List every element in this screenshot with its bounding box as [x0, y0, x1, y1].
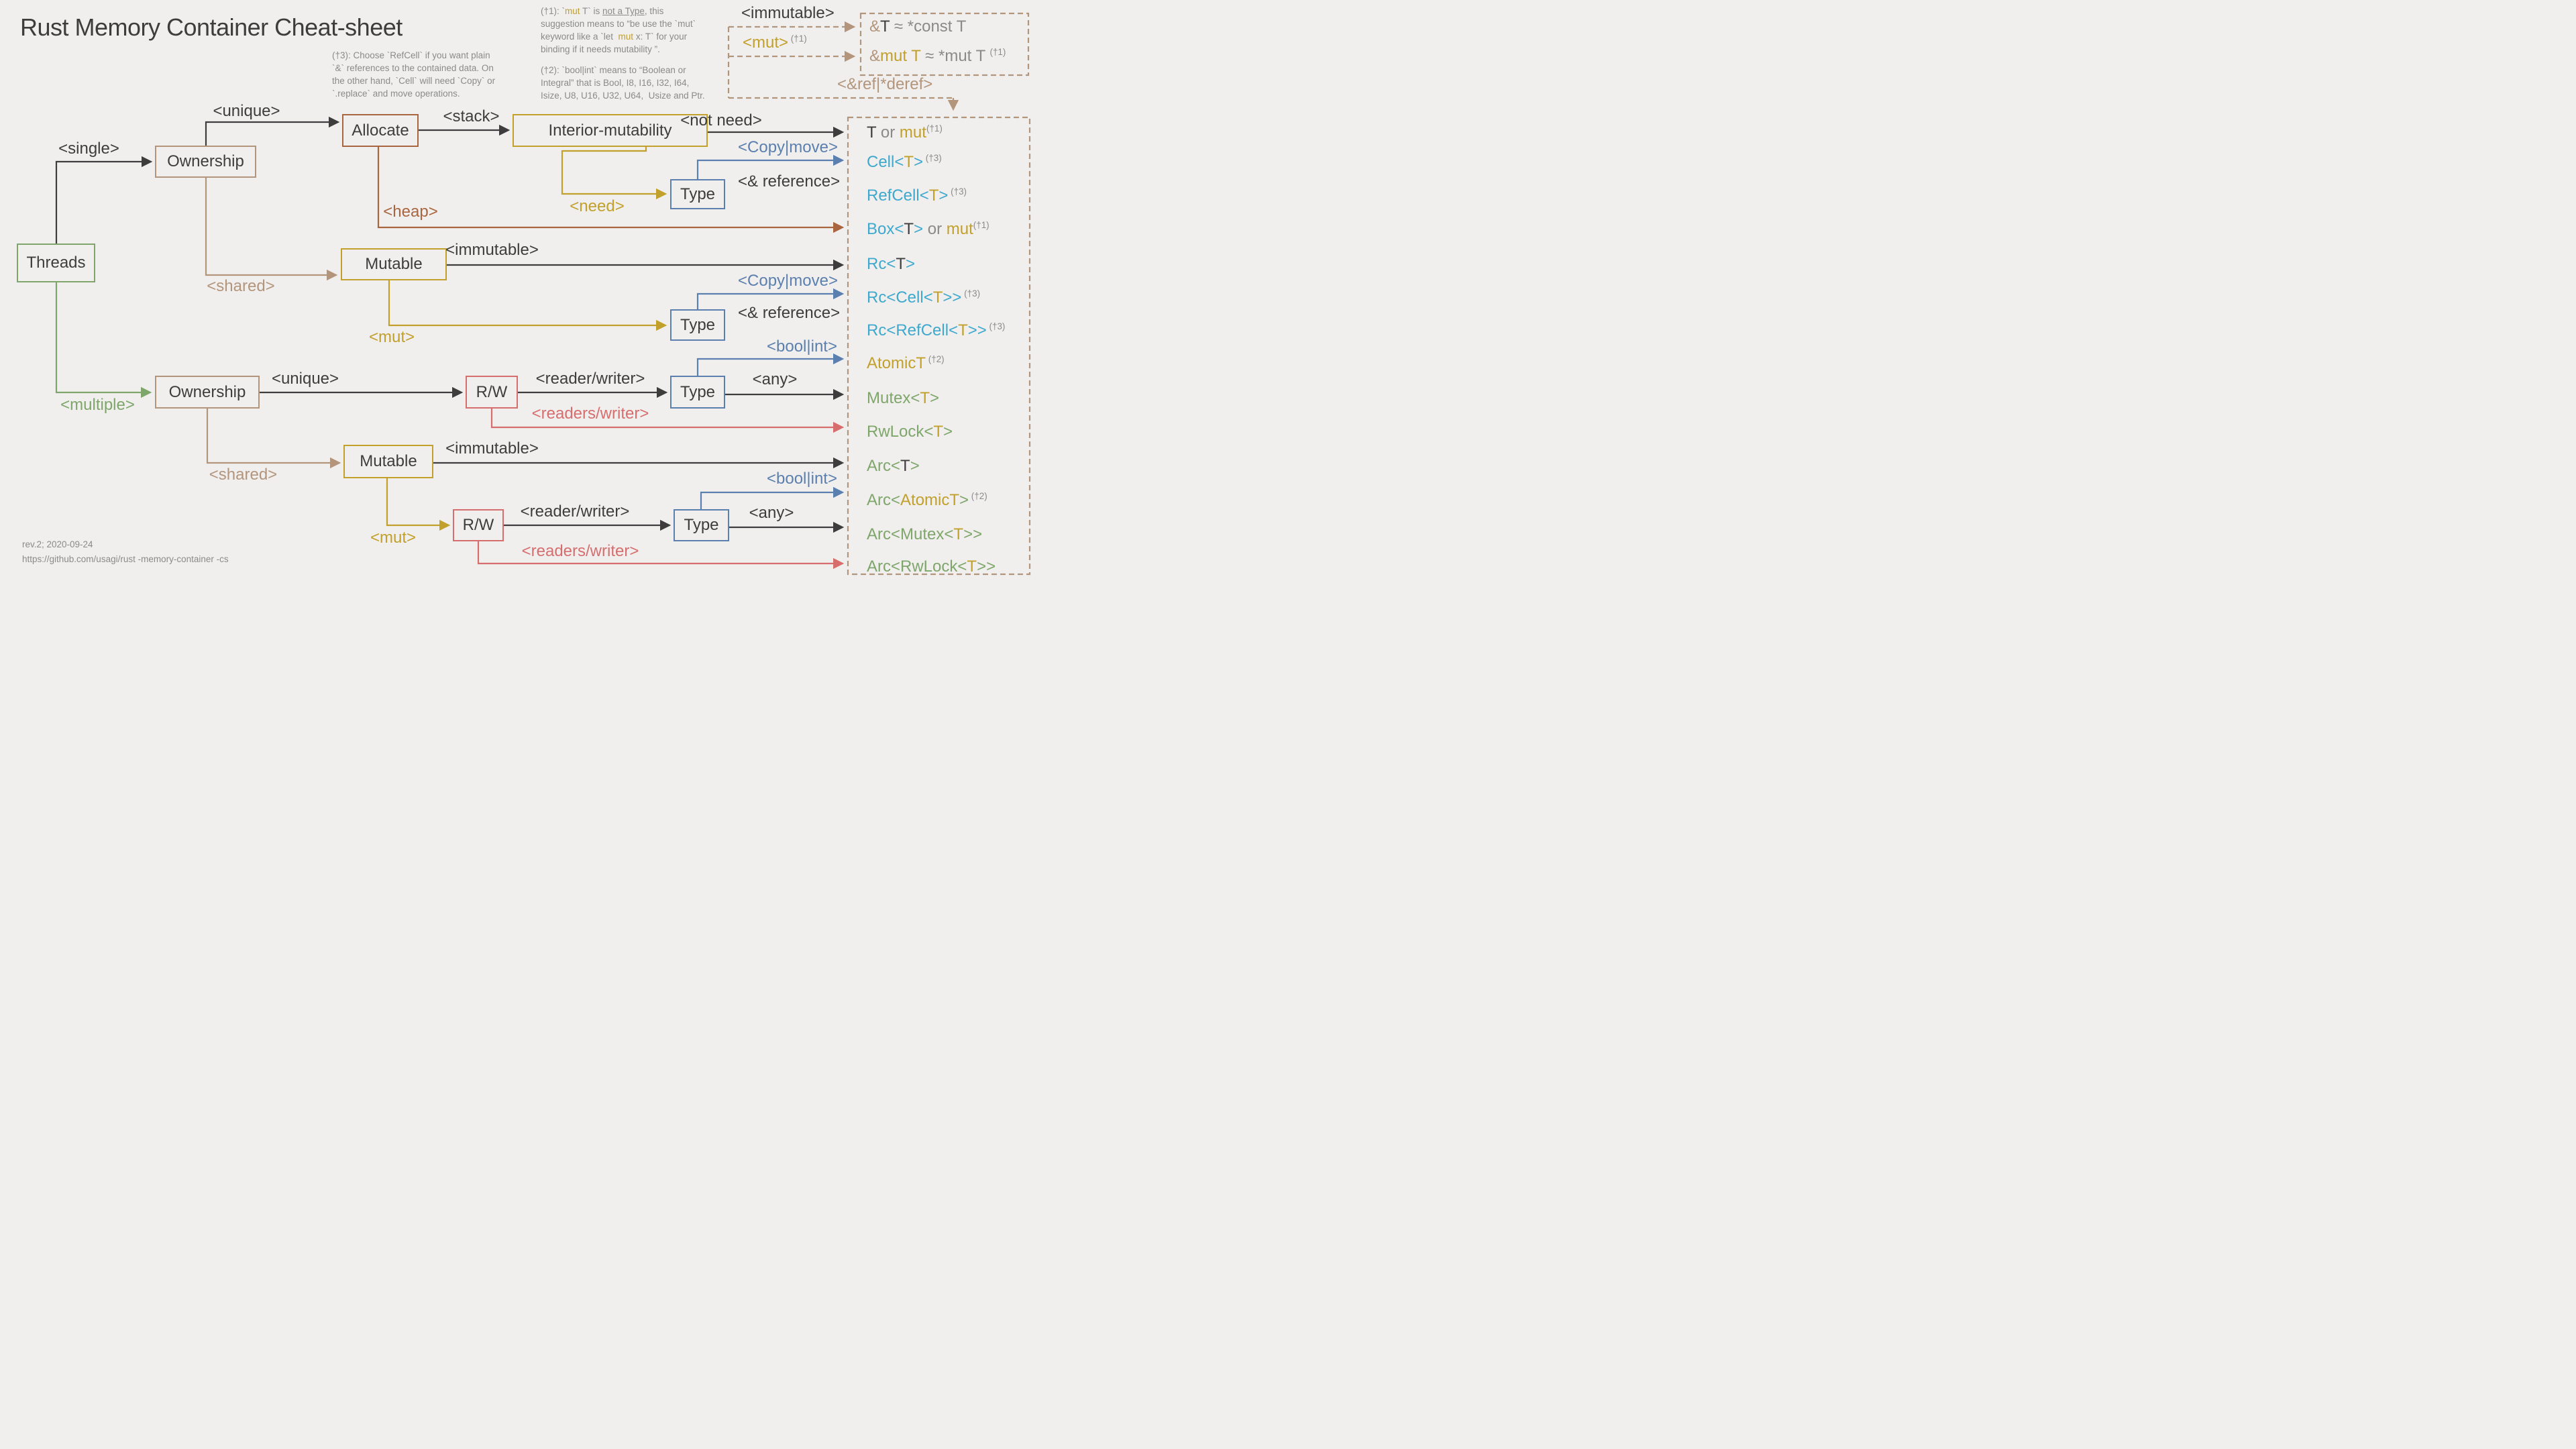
result-row-atomic: AtomicT (†2) — [867, 354, 945, 372]
result-row-rc: Rc<T> — [867, 255, 916, 273]
footnote-1-line: binding if it needs mutability ”. — [541, 44, 660, 54]
edge-rw1-rwlock — [490, 409, 845, 433]
edge-label-immutable-1: <immutable> — [445, 241, 539, 259]
node-interior-mutability: Interior-mutability — [513, 114, 708, 147]
edge-type2-rccell — [696, 288, 845, 309]
label-immutable-ref: <immutable> — [741, 4, 835, 22]
edge-label-unique-1: <unique> — [213, 102, 280, 120]
node-ownership-single: Ownership — [155, 146, 256, 178]
edge-label-bool-int-1: <bool|int> — [767, 337, 837, 356]
result-row-cell: Cell<T> (†3) — [867, 153, 942, 171]
edge-label-readers-writer-2: <readers/writer> — [521, 542, 639, 560]
footnote-3-line: `.replace` and move operations. — [332, 89, 460, 99]
edge-interior-need-type1 — [561, 147, 667, 200]
edge-label-bool-int-2: <bool|int> — [767, 470, 837, 488]
node-type-2: Type — [670, 309, 725, 341]
edge-mutable1-mut-type2 — [388, 280, 667, 331]
node-allocate: Allocate — [342, 114, 419, 147]
edge-label-shared-1: <shared> — [207, 277, 275, 295]
footnote-3-line: the other hand, `Cell` will need `Copy` … — [332, 76, 496, 86]
edge-threads-ownership1 — [55, 156, 153, 244]
footnote-1: (†1): `mut T` is not a Type, this sugges… — [541, 5, 696, 56]
result-row-arc-atomic: Arc<AtomicT> (†2) — [867, 491, 987, 509]
results-panel-border — [847, 116, 1031, 576]
edge-allocate-heap-box — [377, 147, 845, 233]
edge-label-reference-1: <& reference> — [738, 172, 841, 191]
connector-layer — [55, 12, 1031, 576]
edge-label-heap: <heap> — [383, 203, 438, 221]
label-ref-deref: <&ref|*deref> — [837, 75, 933, 93]
edge-ownership1-allocate — [205, 116, 340, 146]
node-ownership-multi: Ownership — [155, 376, 260, 409]
footnote-2-line: Isize, U8, U16, U32, U64, Usize and Ptr. — [541, 91, 705, 101]
result-row-mutex: Mutex<T> — [867, 389, 940, 407]
source-url: https://github.com/usagi/rust -memory-co… — [22, 554, 229, 564]
result-row-t-or-mut: T or mut(†1) — [867, 123, 943, 142]
edge-label-mut-2: <mut> — [370, 529, 417, 547]
edge-label-stack: <stack> — [443, 107, 500, 125]
edge-label-single: <single> — [58, 140, 119, 158]
result-row-rc-refcell: Rc<RefCell<T>> (†3) — [867, 321, 1006, 339]
edge-label-mut-1: <mut> — [368, 328, 415, 346]
footnote-2-line: Integral” that is Bool, I8, I16, I32, I6… — [541, 78, 690, 88]
node-mutable-single: Mutable — [341, 248, 447, 280]
edge-label-copy-move-2: <Copy|move> — [738, 272, 838, 290]
edge-type4-arcatomic — [700, 486, 845, 509]
result-row-arc-rwlock: Arc<RwLock<T>> — [867, 557, 996, 576]
node-type-3: Type — [670, 376, 725, 409]
edge-label-reader-writer-2: <reader/writer> — [520, 502, 630, 521]
result-row-refcell: RefCell<T> (†3) — [867, 186, 967, 205]
equiv-row-mut: &mut T ≈ *mut T (†1) — [869, 47, 1006, 65]
result-row-rwlock: RwLock<T> — [867, 423, 953, 441]
node-threads: Threads — [17, 244, 95, 282]
edge-type1-cell — [696, 154, 845, 179]
edge-label-unique-2: <unique> — [271, 370, 339, 388]
edge-label-shared-2: <shared> — [209, 466, 278, 484]
equiv-row-const: &T ≈ *const T — [869, 17, 967, 36]
footnote-1-line: suggestion means to “be use the `mut` — [541, 19, 696, 29]
result-row-rc-cell: Rc<Cell<T>> (†3) — [867, 288, 981, 307]
edge-label-immutable-2: <immutable> — [445, 439, 539, 458]
edge-label-readers-writer-1: <readers/writer> — [531, 405, 649, 423]
ref-equivalence-box — [859, 12, 1030, 76]
rust-memory-cheatsheet: Rust Memory Container Cheat-sheet (†3): … — [0, 0, 1033, 592]
edge-ownership1-shared-mutable1 — [205, 178, 338, 281]
edge-mutable2-mut-rw2 — [386, 478, 451, 531]
page-title: Rust Memory Container Cheat-sheet — [20, 13, 402, 41]
footnote-3-line: (†3): Choose `RefCell` if you want plain — [332, 50, 490, 60]
edge-label-any-1: <any> — [752, 370, 798, 388]
edge-label-copy-move-1: <Copy|move> — [738, 138, 838, 156]
revision-note: rev.2; 2020-09-24 — [22, 539, 93, 549]
edge-label-reader-writer-1: <reader/writer> — [535, 370, 645, 388]
footnote-3-line: `&` references to the contained data. On — [332, 63, 494, 73]
edge-rw2-arcrwlock — [477, 541, 845, 570]
node-mutable-multi: Mutable — [343, 445, 433, 478]
result-row-arc-mutex: Arc<Mutex<T>> — [867, 525, 983, 543]
edge-label-any-2: <any> — [749, 504, 794, 522]
result-row-box: Box<T> or mut(†1) — [867, 220, 989, 238]
node-rw-2: R/W — [453, 509, 504, 541]
edge-label-need: <need> — [570, 197, 625, 215]
footnote-3: (†3): Choose `RefCell` if you want plain… — [332, 49, 495, 100]
edge-ownership2-shared-mutable2 — [206, 409, 341, 469]
edge-label-multiple: <multiple> — [60, 396, 135, 414]
edge-threads-multiple-ownership2 — [55, 282, 152, 398]
node-type-1: Type — [670, 179, 725, 209]
edge-label-reference-2: <& reference> — [738, 304, 841, 322]
label-mut-ref: <mut> (†1) — [743, 34, 807, 52]
edge-label-not-need: <not need> — [680, 111, 762, 129]
result-row-arc: Arc<T> — [867, 457, 920, 475]
node-type-4: Type — [674, 509, 729, 541]
footnote-1-line: keyword like a `let mut x: T` for your — [541, 32, 688, 42]
node-rw-1: R/W — [466, 376, 518, 409]
footnote-2: (†2): `bool|int` means to “Boolean or In… — [541, 64, 705, 102]
footnote-1-line: (†1): `mut T` is not a Type, this — [541, 6, 664, 16]
footnote-2-line: (†2): `bool|int` means to “Boolean or — [541, 65, 686, 75]
edge-type3-atomic — [696, 353, 845, 376]
